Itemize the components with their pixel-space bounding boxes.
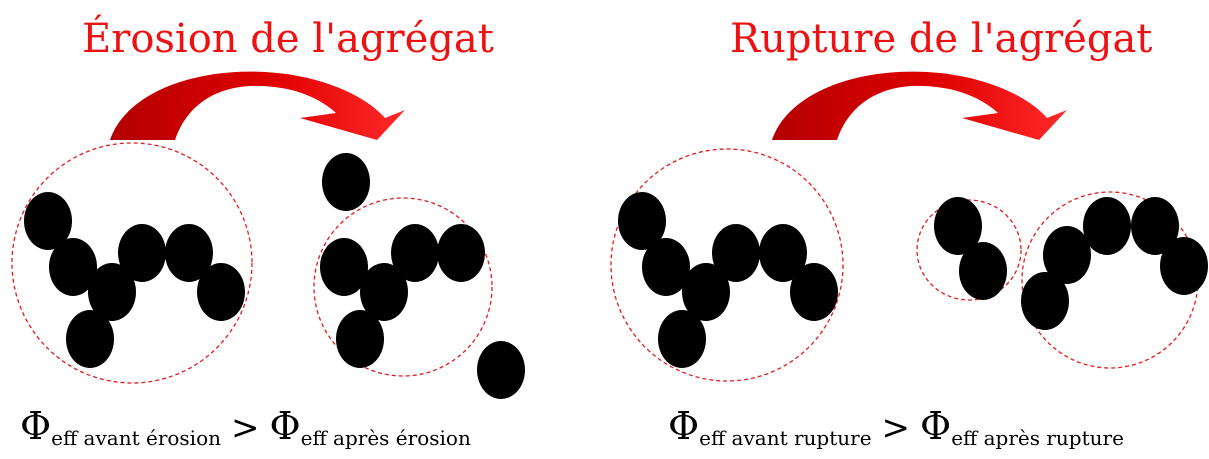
eroded-particle: [322, 153, 370, 211]
phi-symbol: Φ: [20, 404, 51, 448]
particle: [66, 310, 114, 368]
erosion-title: Érosion de l'agrégat: [82, 16, 494, 62]
phi-symbol: Φ: [920, 404, 951, 448]
erosion-formula: Φeff avant érosion>Φeff après érosion: [20, 404, 471, 450]
rupture-title: Rupture de l'agrégat: [730, 16, 1152, 62]
aggregate-after-erosion: [320, 153, 525, 399]
subscript-before: eff avant érosion: [51, 426, 221, 450]
rupture-arrow: [772, 72, 1067, 140]
particle: [197, 263, 245, 321]
eroded-particle: [477, 341, 525, 399]
particle: [1083, 197, 1131, 255]
greater-than-operator: >: [882, 408, 911, 448]
subscript-after: eff après rupture: [951, 426, 1124, 450]
subscript-before: eff avant rupture: [699, 426, 871, 450]
particle: [336, 310, 384, 368]
particle: [391, 224, 439, 282]
particle: [959, 242, 1007, 300]
aggregate-before-rupture: [618, 192, 838, 368]
aggregate-before-erosion: [24, 192, 245, 368]
greater-than-operator: >: [231, 408, 260, 448]
particle: [712, 224, 760, 282]
phi-symbol: Φ: [270, 404, 301, 448]
particle: [658, 310, 706, 368]
particle: [790, 263, 838, 321]
particle: [1160, 237, 1208, 295]
phi-symbol: Φ: [668, 404, 699, 448]
particle: [437, 224, 485, 282]
particle: [118, 224, 166, 282]
fragments-after-rupture: [934, 197, 1208, 330]
subscript-after: eff après érosion: [301, 426, 471, 450]
rupture-formula: Φeff avant rupture>Φeff après rupture: [668, 404, 1124, 450]
erosion-arrow: [110, 72, 405, 140]
particle: [1043, 226, 1091, 284]
